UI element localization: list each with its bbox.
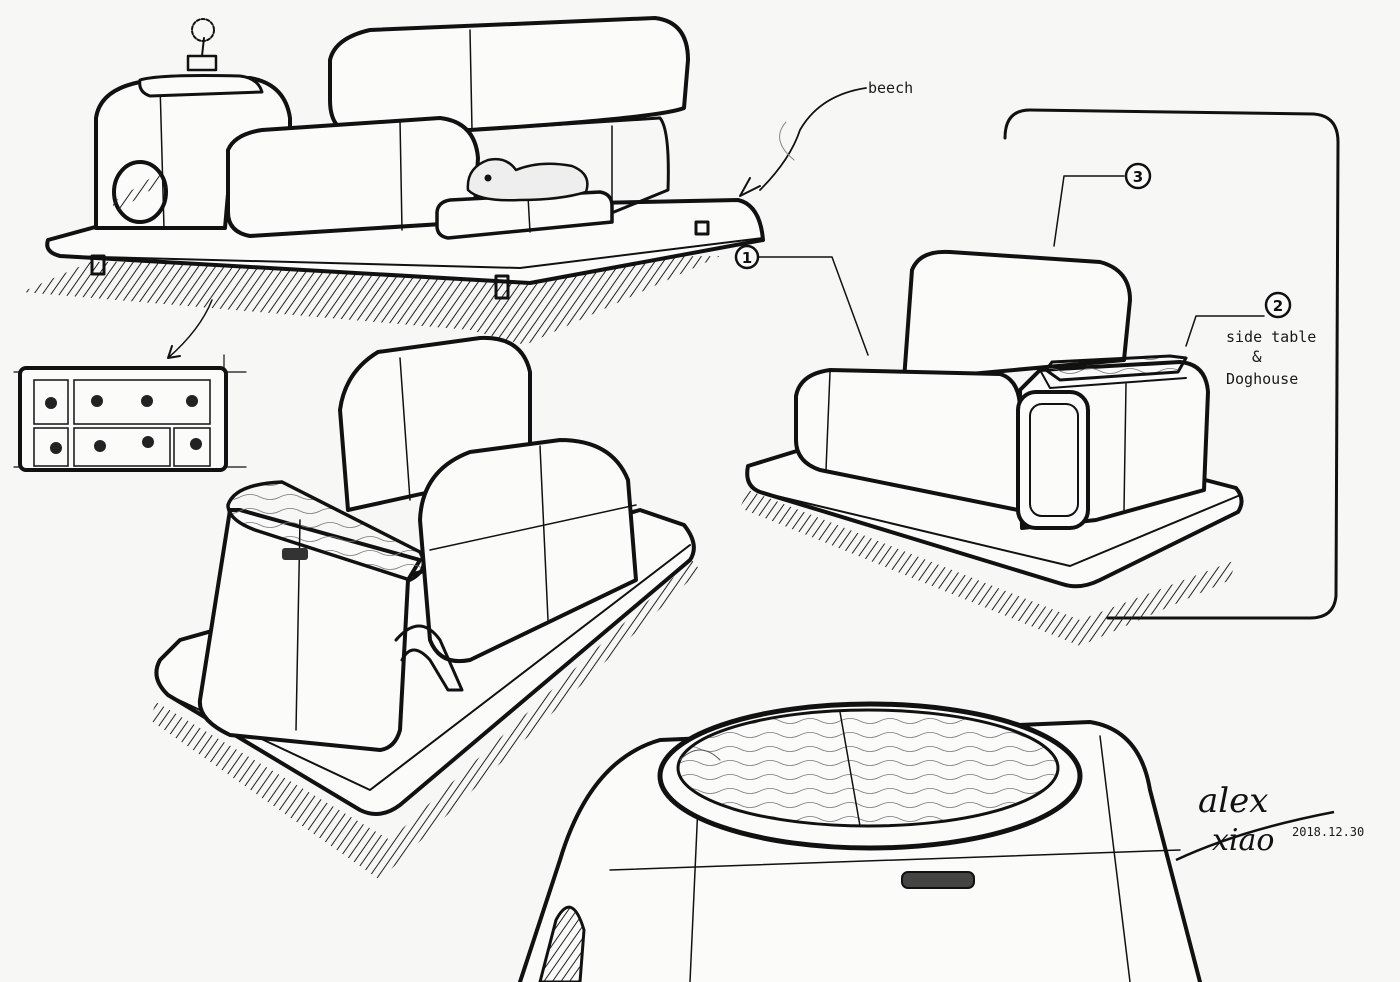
stool-tray-top (676, 708, 1060, 828)
callout-2-number: 2 (1273, 297, 1283, 315)
beech-label: beech (868, 79, 913, 97)
dog-figure (466, 157, 589, 202)
dog-bed (435, 190, 614, 240)
platform-sofa-sketch: beech 1 (22, 16, 913, 356)
callout-3-number: 3 (1133, 168, 1143, 186)
side-table-label: side table (1226, 328, 1316, 346)
stool-handle (901, 871, 975, 889)
signature-name-top: alex (1198, 781, 1268, 821)
artist-signature: alex xiao 2018.12.30 (1175, 781, 1364, 862)
stool-closeup-sketch (518, 701, 1202, 982)
ampersand-label: & (1252, 347, 1262, 366)
signature-date: 2018.12.30 (1292, 825, 1364, 839)
armchair-shadow (150, 560, 700, 880)
backdrop-panel (1003, 108, 1340, 620)
armchair-right-seat (794, 368, 1022, 512)
seat-cushion (226, 116, 480, 238)
armchair-right-backrest (902, 249, 1132, 382)
doghouse-label: Doghouse (1226, 370, 1298, 388)
underside-detail-inset (13, 299, 247, 472)
armchair-right-sketch: 3 2 side table & Doghouse (740, 108, 1340, 646)
armchair-center-sketch (150, 335, 700, 880)
armchair-side-table (197, 508, 422, 752)
callout-1-number: 1 (742, 249, 752, 267)
back-cushion (328, 16, 690, 132)
